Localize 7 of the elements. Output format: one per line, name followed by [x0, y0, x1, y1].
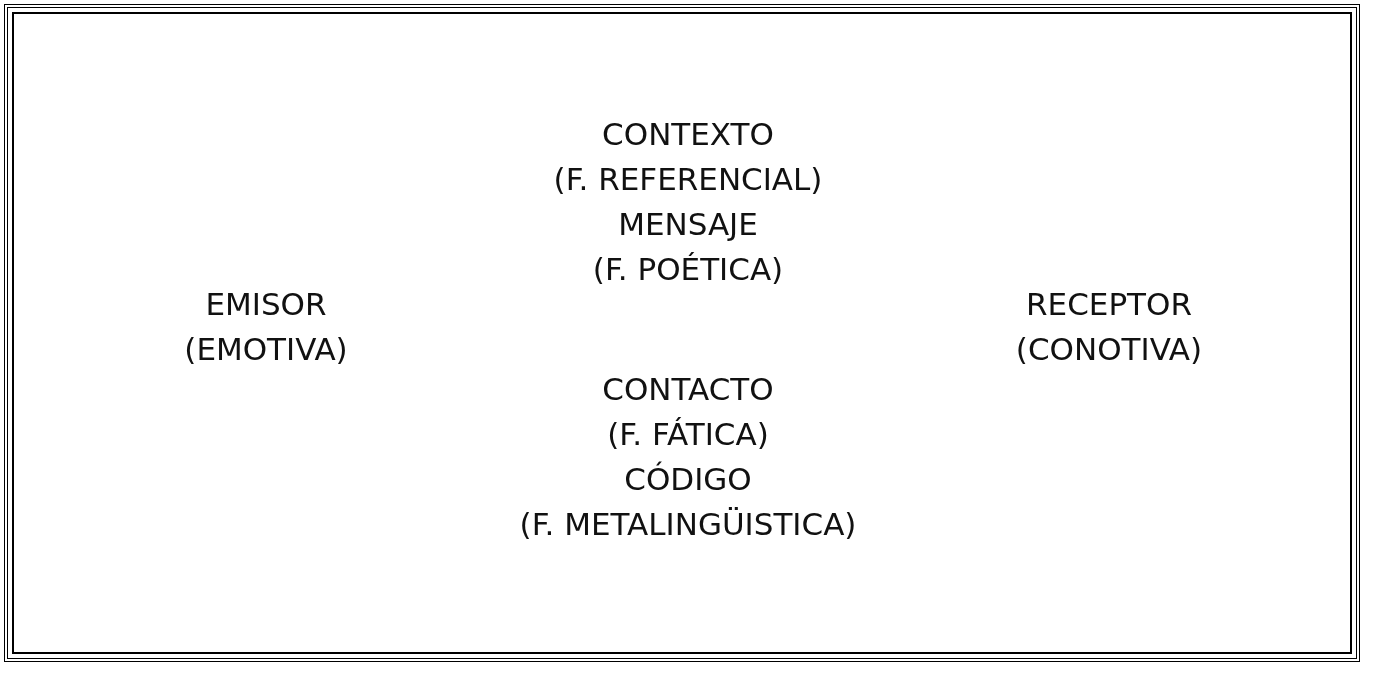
- text-label: CÓDIGO (F. METALINGÜISTICA): [519, 460, 857, 544]
- text-label: CONTEXTO (F. REFERENCIAL): [553, 115, 823, 199]
- text-label: MENSAJE (F. POÉTICA): [592, 205, 784, 289]
- frame-border: [4, 4, 1360, 662]
- text-label: EMISOR (EMOTIVA): [184, 285, 348, 369]
- text-label: RECEPTOR (CONOTIVA): [1015, 285, 1203, 369]
- text-label: CONTACTO (F. FÁTICA): [602, 370, 774, 454]
